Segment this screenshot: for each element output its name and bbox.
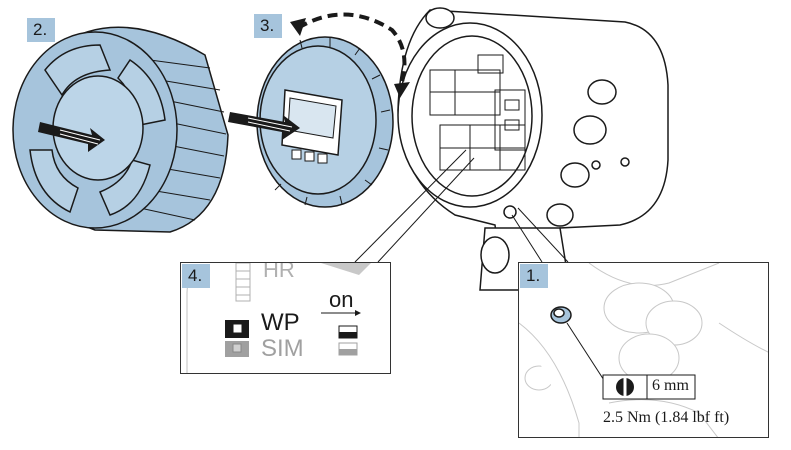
leader-lines — [354, 149, 569, 263]
step-badge-4: 4. — [182, 264, 210, 288]
rotate-arrow-icon — [296, 12, 407, 83]
wp-label: WP — [261, 309, 300, 336]
step-badge-2: 2. — [27, 18, 55, 42]
step-badge-3: 3. — [254, 14, 282, 38]
locking-screw-icon — [550, 306, 572, 324]
allen-key-icon — [616, 378, 634, 396]
screw-detail-drawing — [519, 263, 768, 437]
screw-detail-box: 6 mm 2.5 Nm (1.84 lbf ft) — [518, 262, 769, 438]
cover-removal-arrow — [38, 122, 105, 152]
rotate-arrow-head — [290, 18, 306, 36]
wrench-size-label: 6 mm — [652, 377, 689, 394]
switch-detail-drawing — [186, 263, 371, 373]
on-label: on — [329, 287, 354, 312]
step-badge-1: 1. — [520, 264, 548, 288]
torque-label: 2.5 Nm (1.84 lbf ft) — [603, 409, 730, 426]
hr-label: HR — [263, 262, 295, 282]
housing-electronics — [429, 54, 526, 171]
rotate-arrow-head-2 — [394, 82, 410, 98]
switch-detail-box: HR on WP SIM — [180, 262, 391, 374]
housing-cover — [12, 26, 229, 233]
display-removal-arrow — [228, 112, 300, 140]
sim-label: SIM — [261, 335, 304, 362]
